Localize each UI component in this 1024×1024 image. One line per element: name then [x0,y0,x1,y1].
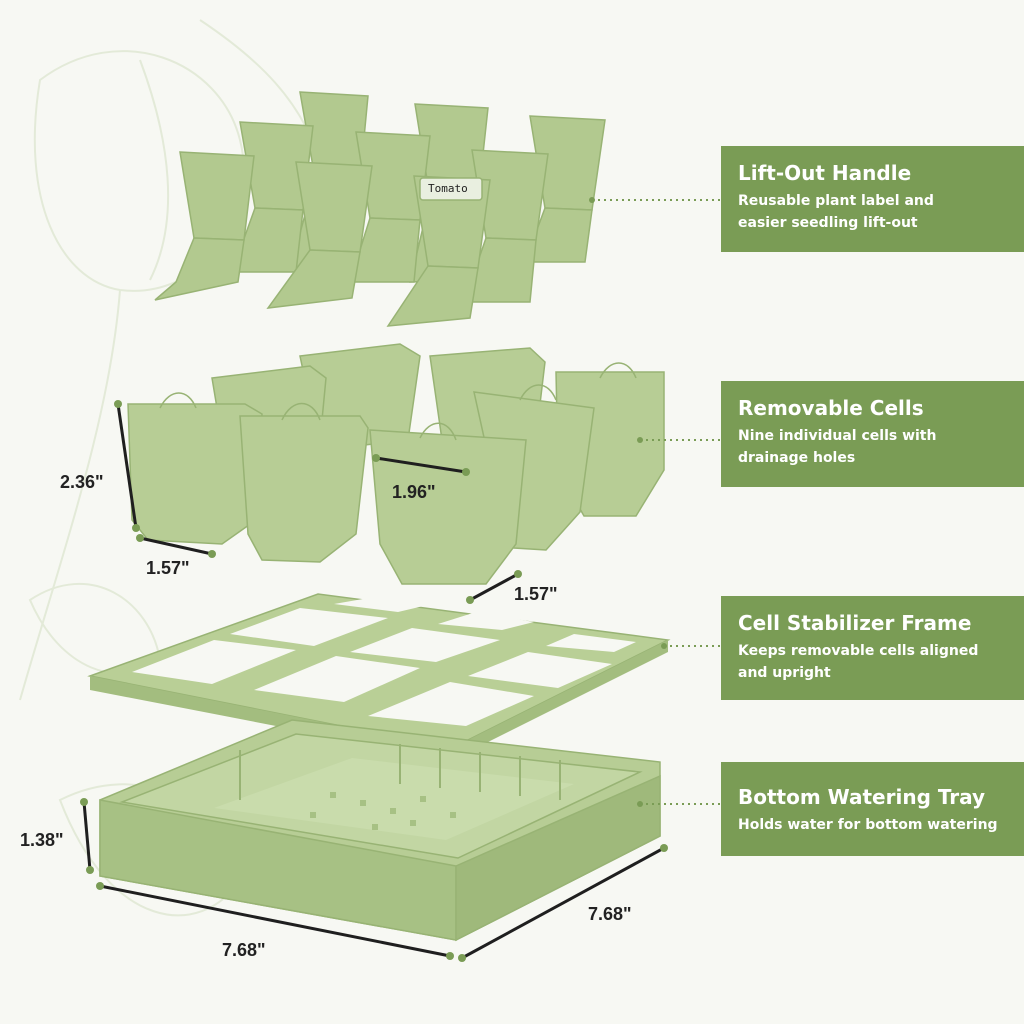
dimension-tray-width-front: 7.68" [222,940,266,960]
callout-description: Reusable plant label and [738,193,934,209]
handle [348,131,431,283]
callout-leaders [589,197,720,807]
dimension-cell-width-right: 1.57" [514,584,558,604]
callout-description: and upright [738,665,831,681]
handle [266,161,373,309]
callout-title: Bottom Watering Tray [738,785,986,809]
bottom-watering-tray [99,719,661,942]
callout-cell-stabilizer-frame: Cell Stabilizer Frame Keeps removable ce… [721,596,1024,700]
dimension-lines [80,400,668,962]
plant-label-text: Tomato [428,182,468,195]
tray-ribs [239,744,561,800]
callout-description: Nine individual cells with [738,428,937,444]
callout-removable-cells: Removable Cells Nine individual cells wi… [721,381,1024,487]
handle [523,115,606,263]
callout-lift-out-handle: Lift-Out Handle Reusable plant label and… [721,146,1024,252]
handle [154,151,255,301]
callout-title: Lift-Out Handle [738,161,912,185]
lift-out-handles [154,91,606,327]
dimension-tray-height: 1.38" [20,830,64,850]
handle [462,149,549,303]
dimension-tray-width-side: 7.68" [588,904,632,924]
callout-description: Holds water for bottom watering [738,817,998,833]
dimension-cell-top: 1.96" [392,482,436,502]
callout-description: easier seedling lift-out [738,215,918,231]
handle [230,121,314,273]
tray-drain-holes [310,792,456,830]
dimension-cell-height: 2.36" [60,472,104,492]
cell [239,415,369,563]
dimension-cell-width-left: 1.57" [146,558,190,578]
cell-rim-notches [159,362,637,441]
removable-cells [127,343,665,585]
callout-title: Cell Stabilizer Frame [738,611,972,635]
callout-title: Removable Cells [738,396,924,420]
callout-description: drainage holes [738,450,856,466]
cell [369,429,527,585]
handle-with-label [386,175,491,327]
frame-openings [132,596,636,726]
callout-description: Keeps removable cells aligned [738,643,979,659]
callout-bottom-watering-tray: Bottom Watering Tray Holds water for bot… [721,762,1024,856]
cell-stabilizer-frame [87,593,671,760]
